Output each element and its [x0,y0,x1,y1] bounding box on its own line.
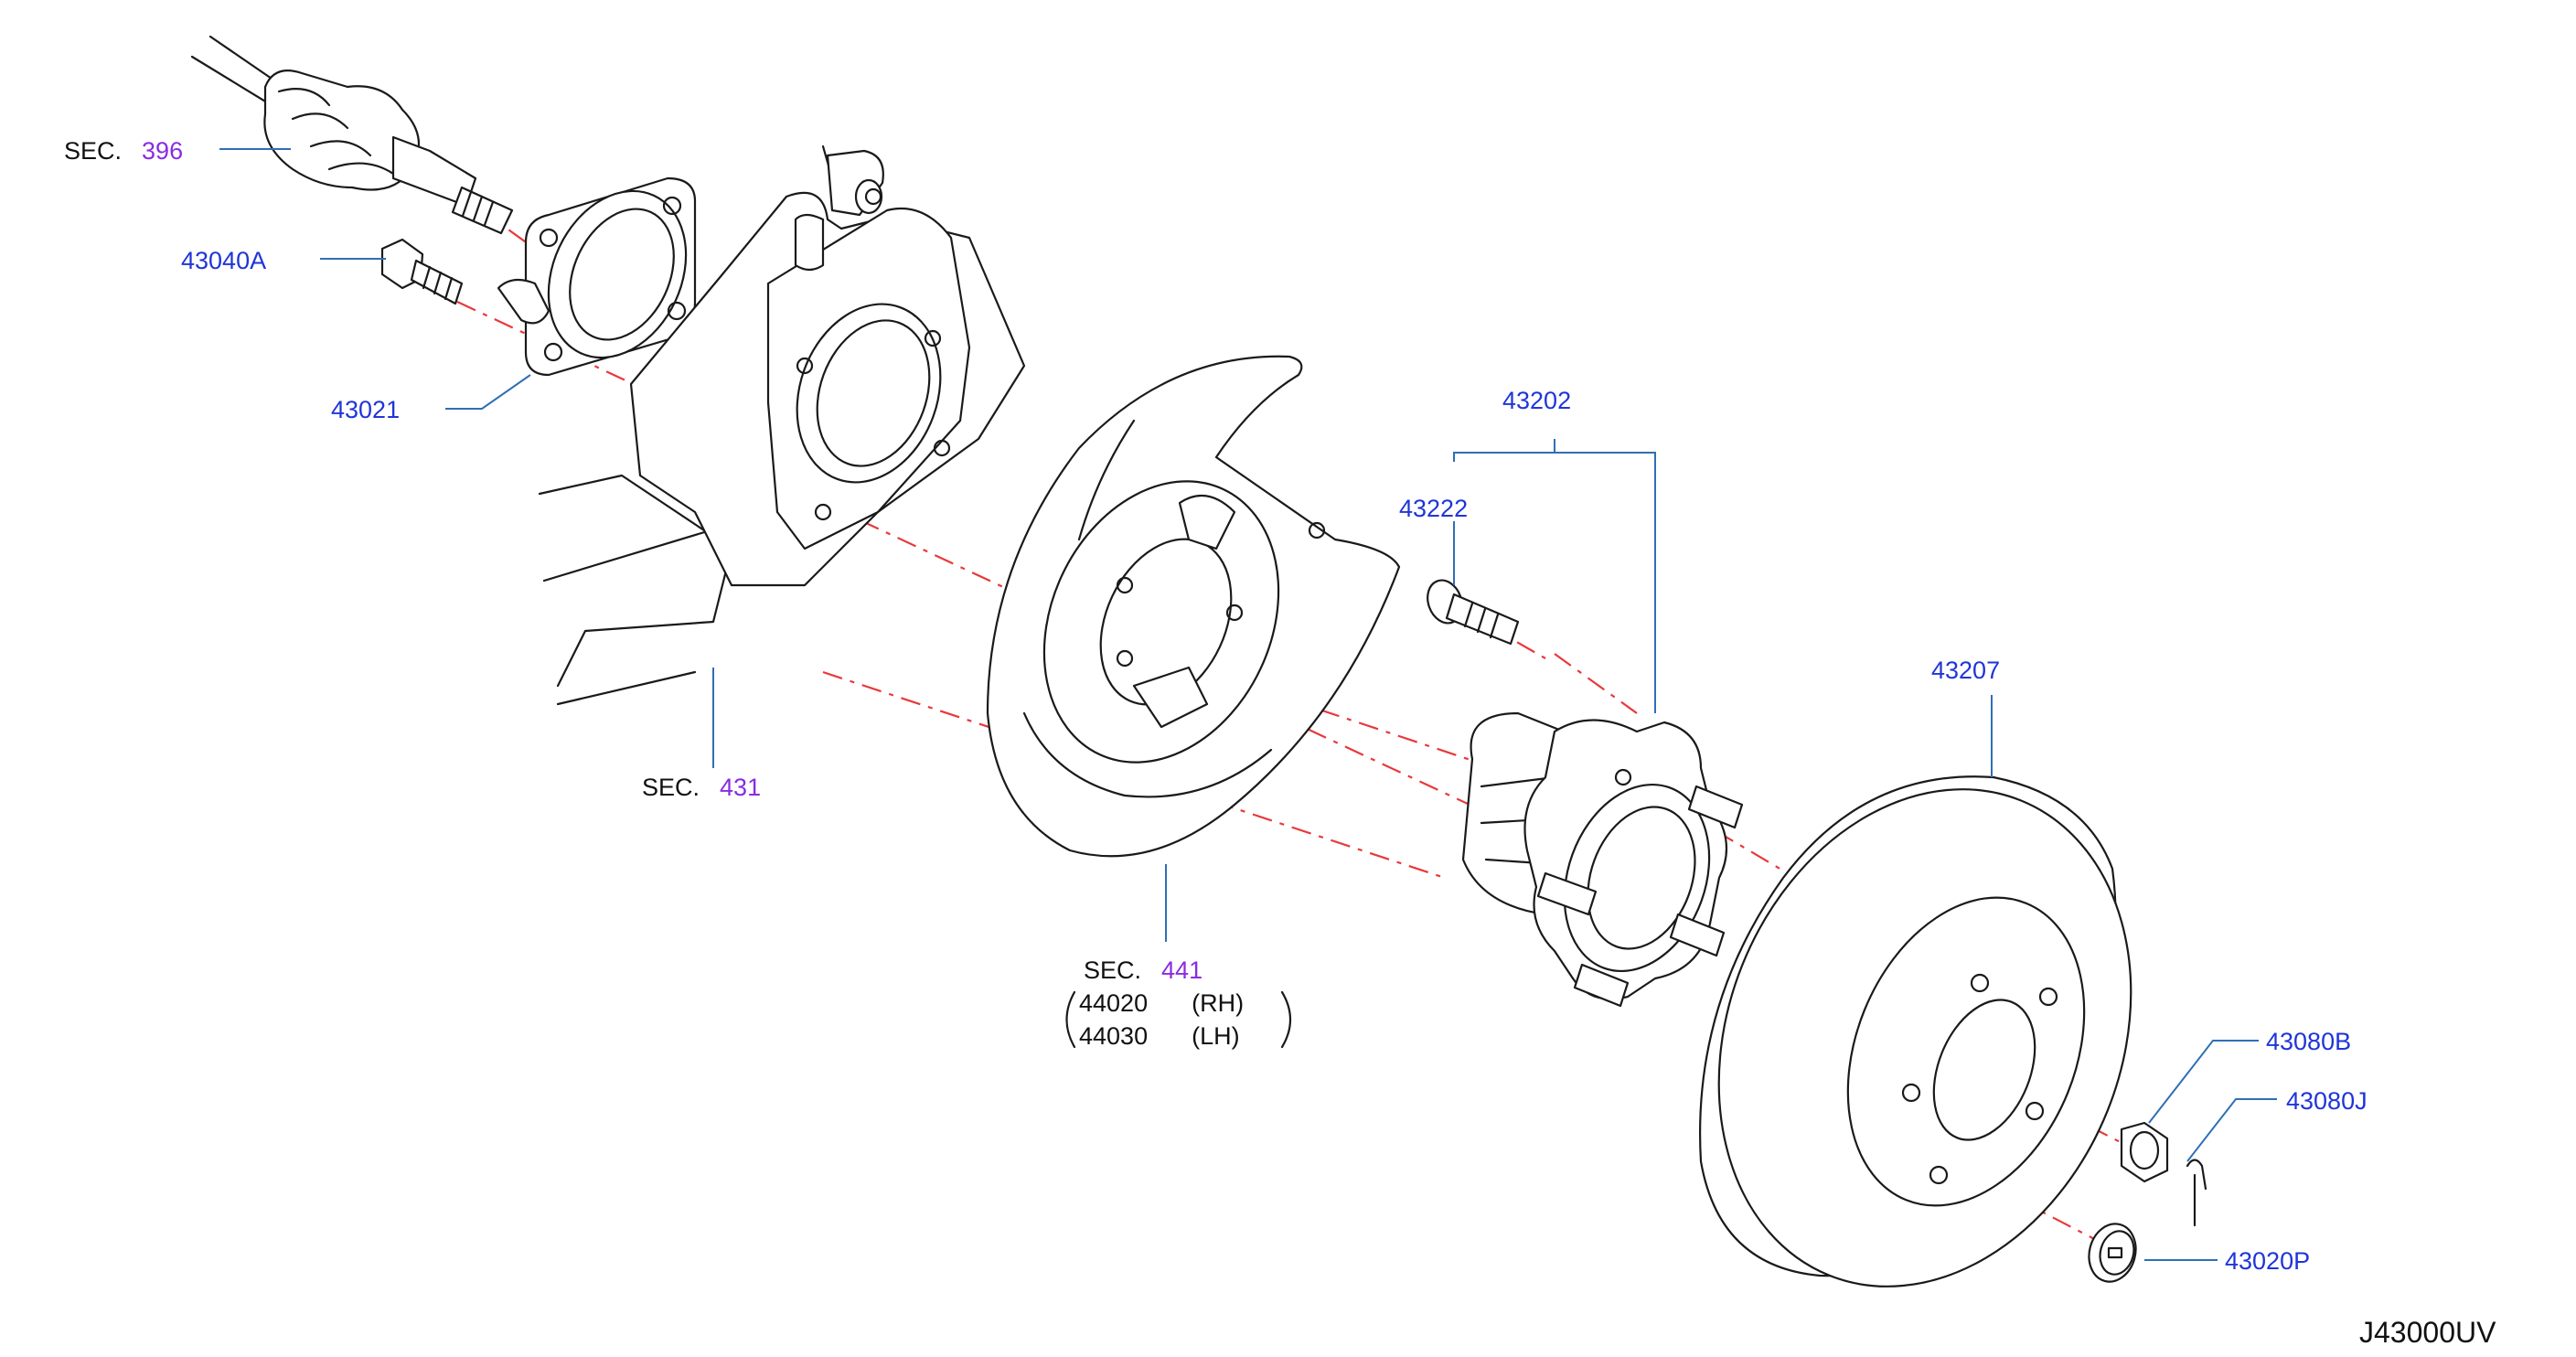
leader-lines [219,148,2277,1261]
cotter-pin-43080j [2186,1159,2207,1227]
wheel-studs [1536,785,1744,1008]
part-43222-label[interactable]: 43222 [1399,495,1468,522]
part-44020-label: 44020(RH) [1079,989,1244,1017]
part-43080b-label[interactable]: 43080B [2266,1028,2351,1055]
bolt-43040a [380,238,464,305]
sec-441-label: SEC.441 [1084,956,1202,984]
bearing-housing-43021 [497,176,697,377]
part-43020p-label[interactable]: 43020P [2225,1247,2310,1275]
hub-bolt-43222 [1427,579,1520,646]
part-43080j-label[interactable]: 43080J [2286,1087,2368,1115]
hub-assembly-43202 [1461,711,1744,1008]
disc-rotor-43207 [1699,775,2132,1288]
drive-shaft [190,35,514,235]
plug-43020p [2088,1223,2137,1283]
diagram-id: J43000UV [2359,1316,2496,1349]
part-43021-label[interactable]: 43021 [331,396,400,423]
part-43040a-label[interactable]: 43040A [181,247,266,274]
part-43207-label[interactable]: 43207 [1931,657,2000,684]
side-variant-bracket [1065,990,1291,1049]
backing-plate-sec-441 [986,355,1401,858]
knuckle-sec-431 [538,144,1026,706]
part-44030-label: 44030(LH) [1079,1022,1240,1050]
part-43202-label[interactable]: 43202 [1502,387,1571,414]
sec-396-label: SEC.396 [64,137,183,165]
sec-431-label: SEC.431 [642,774,761,801]
nut-43080b [2120,1121,2169,1183]
